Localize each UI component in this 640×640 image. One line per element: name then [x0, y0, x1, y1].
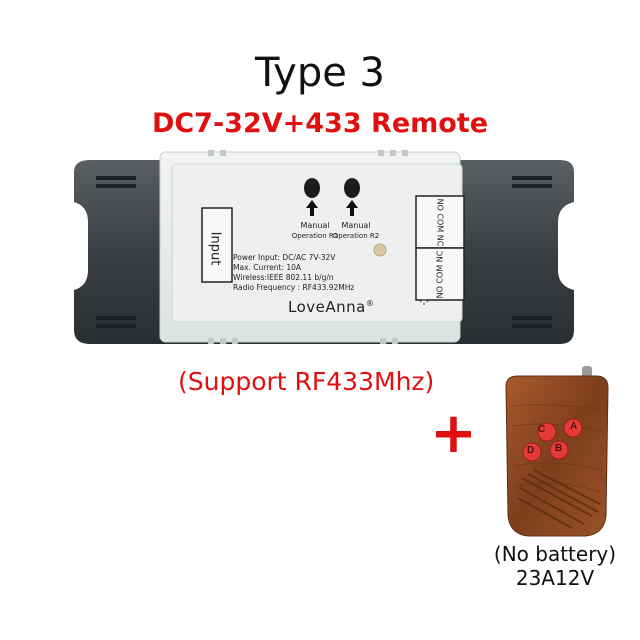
remote-button-d: D — [527, 445, 535, 456]
remote-note: (No battery) — [493, 542, 617, 566]
spec-row: Power Input: DC/AC 7V-32V — [233, 253, 336, 262]
plus-sign: + — [430, 401, 477, 466]
relay-device — [74, 150, 574, 344]
manual-r1-label: Manual Operation R1 — [291, 221, 339, 240]
support-text: (Support RF433Mhz) — [178, 367, 435, 396]
page-title: Type 3 — [254, 50, 386, 96]
terminal-bottom-label: NO COM NC — [435, 250, 445, 298]
spec-list: Power Input: DC/AC 7V-32V Max. Current: … — [233, 253, 354, 293]
input-label: Input — [207, 231, 223, 265]
spec-row: Wireless:IEEE 802.11 b/g/n — [233, 273, 334, 282]
remote-button-b: B — [555, 443, 563, 454]
terminal-top-label: NO COM NC — [435, 198, 445, 246]
remote-button-a: A — [570, 421, 578, 432]
brand-label: LoveAnna® — [288, 298, 375, 316]
manual-r2-label: Manual Operation R2 — [332, 221, 380, 240]
remote-button-c: C — [538, 424, 546, 435]
remote-control — [505, 366, 609, 537]
page-subtitle: DC7-32V+433 Remote — [151, 108, 489, 139]
spec-row: Radio Frequency : RF433.92MHz — [233, 283, 355, 292]
spec-row: Max. Current: 10A — [233, 263, 302, 272]
remote-model: 23A12V — [515, 566, 595, 590]
